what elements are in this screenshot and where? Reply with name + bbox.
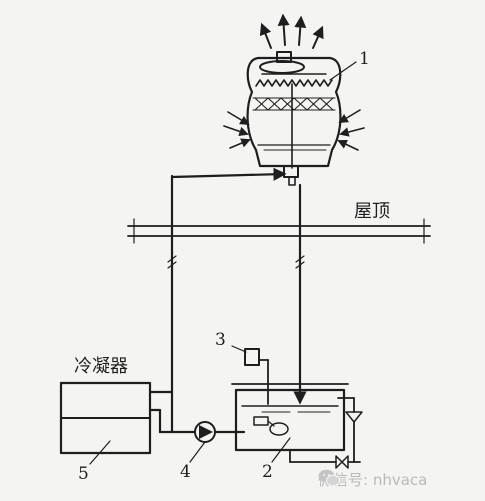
label-cooling-tower-number: 1 bbox=[359, 49, 370, 69]
label-tank-number: 2 bbox=[262, 462, 273, 482]
air-intake-arrows bbox=[223, 109, 365, 151]
label-roof: 屋顶 bbox=[354, 201, 390, 222]
label-condenser: 冷凝器 bbox=[74, 356, 128, 377]
supply-pipe bbox=[148, 167, 287, 434]
label-makeup-valve-number: 3 bbox=[215, 330, 226, 350]
condenser-unit bbox=[59, 381, 152, 465]
water-tank bbox=[231, 383, 363, 469]
cooling-tower bbox=[246, 51, 342, 186]
wechat-icon bbox=[318, 469, 340, 487]
leader-1 bbox=[329, 61, 357, 81]
watermark: 微信号: nhvaca bbox=[318, 469, 427, 490]
label-condenser-number: 5 bbox=[78, 464, 89, 484]
circulation-pump bbox=[189, 421, 246, 463]
watermark-text: 微信号: nhvaca bbox=[318, 471, 428, 489]
roof-slab bbox=[127, 218, 431, 244]
exhaust-arrows bbox=[259, 13, 324, 49]
label-pump-number: 4 bbox=[180, 462, 191, 482]
makeup-water-valve bbox=[231, 345, 269, 405]
return-pipe bbox=[293, 183, 307, 405]
